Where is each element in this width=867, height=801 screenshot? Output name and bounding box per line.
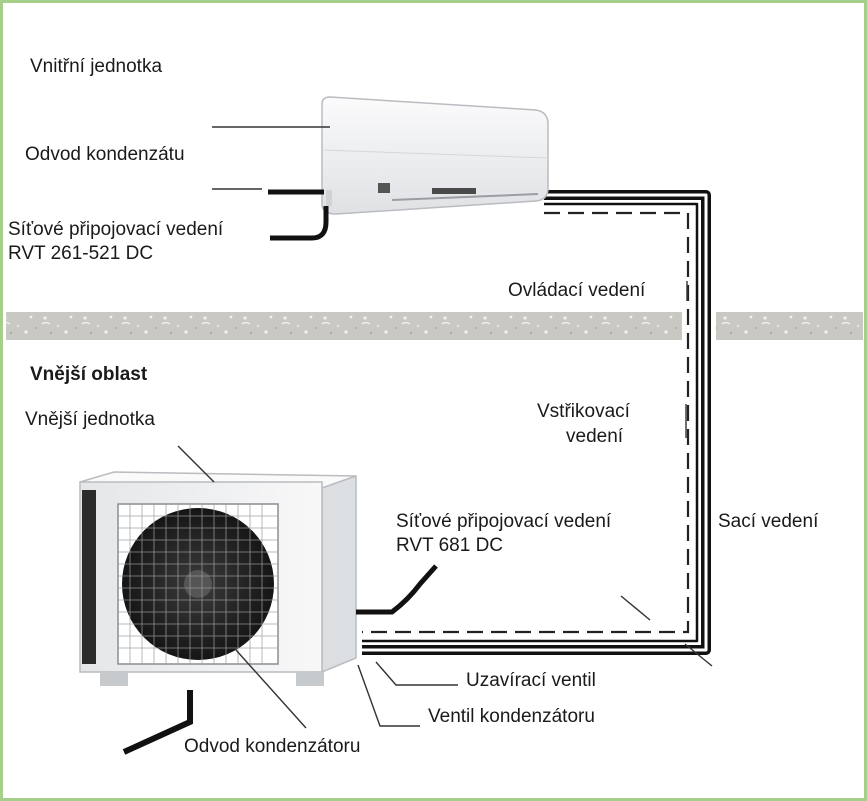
suction-line [362, 190, 711, 655]
label-suction-line: Sací vedení [718, 511, 819, 532]
label-outdoor-unit: Vnější jednotka [25, 409, 155, 430]
label-power-line-outdoor: Síťové připojovací vedení [396, 511, 612, 532]
indoor-power-cable [270, 206, 329, 241]
label-injection-line-2: vedení [566, 426, 624, 447]
control-line [362, 211, 690, 634]
indoor-unit-image [321, 96, 549, 215]
outdoor-unit-image [79, 471, 357, 686]
label-condensate-drain-indoor: Odvod kondenzátu [25, 144, 185, 165]
label-power-line-indoor: Síťové připojovací vedení [8, 219, 224, 240]
label-indoor-area: Vnitřní jednotka [30, 56, 163, 77]
label-power-line-outdoor-model: RVT 681 DC [396, 535, 504, 556]
leader-lines [177, 126, 713, 729]
wall-band [6, 312, 863, 340]
label-condensate-drain-outdoor: Odvod kondenzátoru [184, 736, 361, 757]
outdoor-power-cable [356, 564, 438, 615]
label-injection-line: Vstřikovací [537, 401, 630, 422]
label-outdoor-area: Vnější oblast [30, 364, 148, 385]
label-power-line-indoor-model: RVT 261-521 DC [8, 243, 154, 264]
label-control-line: Ovládací vedení [508, 280, 646, 301]
label-shutoff-valve: Uzavírací ventil [466, 670, 596, 691]
injection-line [362, 202, 699, 643]
label-condenser-valve: Ventil kondenzátoru [428, 706, 595, 727]
outdoor-drain-pipe [122, 690, 193, 755]
